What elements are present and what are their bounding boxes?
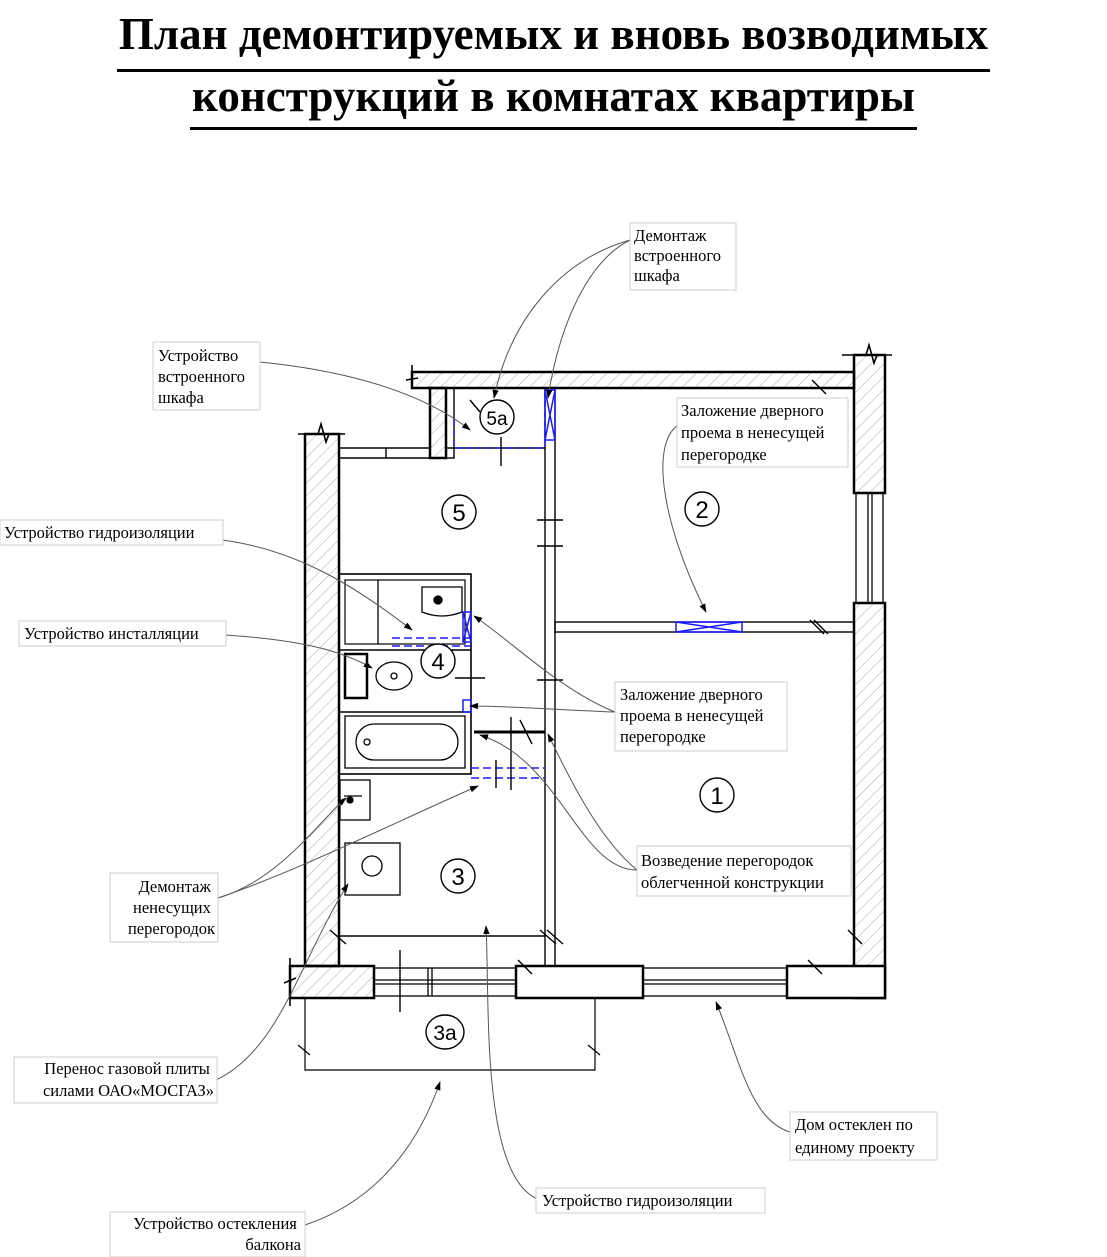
leader-lines	[215, 239, 791, 1226]
plan-title-line-1: План демонтируемых и вновь возводимых	[0, 8, 1107, 72]
room-5a-circle	[479, 399, 515, 435]
plan-title-line-2-text: конструкций в комнатах квартиры	[190, 74, 917, 130]
callout-waterproofing-top: Устройство гидроизоляции	[4, 523, 195, 542]
callout-move-gas-stove: Перенос газовой плиты силами ОАО«МОСГАЗ»	[43, 1059, 214, 1100]
callout-boxes	[0, 222, 938, 1257]
fixtures	[339, 580, 466, 896]
room-5-number: 5	[452, 500, 465, 527]
plan-title-line-2: конструкций в комнатах квартиры	[0, 70, 1107, 130]
tick-marks	[329, 379, 863, 1012]
callout-waterproofing-bottom: Устройство гидроизоляции	[542, 1191, 733, 1210]
callout-installation: Устройство инсталляции	[24, 624, 199, 643]
room-3-circle	[440, 858, 476, 894]
room-2-number: 2	[695, 497, 708, 524]
room-1-number: 1	[710, 783, 723, 810]
room-5-circle	[441, 494, 477, 530]
room-2-circle	[684, 491, 720, 527]
room-3a-circle	[425, 1014, 465, 1050]
exterior-walls	[288, 353, 887, 1000]
room-3a-number: 3а	[433, 1022, 457, 1045]
windows	[373, 492, 884, 997]
room-4-number: 4	[431, 649, 444, 676]
room-markers	[420, 399, 735, 1050]
callout-labels: Демонтаж встроенного шкафа Устройство вс…	[4, 226, 917, 1254]
plan-title-line-1-text: План демонтируемых и вновь возводимых	[116, 12, 991, 72]
callout-balcony-glazing: Устройство остекления балкона	[133, 1214, 301, 1254]
callout-dismantle-partitions: Демонтаж ненесущих перегородок	[128, 877, 216, 938]
room-4-circle	[420, 643, 456, 679]
callout-close-door-mid: Заложение дверного проема в ненесущей пе…	[620, 685, 768, 746]
room-3-number: 3	[451, 864, 464, 891]
balcony	[297, 998, 601, 1071]
callout-dismantle-closet: Демонтаж встроенного шкафа	[634, 226, 725, 285]
callout-close-door-top: Заложение дверного проема в ненесущей пе…	[681, 401, 829, 464]
wall-break-marks	[283, 342, 892, 1006]
room-1-circle	[699, 777, 735, 813]
room-5a-number: 5а	[486, 409, 508, 430]
room-numbers: 1 2 3 4 5 5а 3а	[431, 409, 723, 1045]
callout-build-closet: Устройство встроенного шкафа	[158, 346, 249, 407]
callout-glazed-house: Дом остеклен по единому проекту	[795, 1115, 917, 1157]
callout-build-partitions: Возведение перегородок облегченной конст…	[641, 851, 824, 892]
